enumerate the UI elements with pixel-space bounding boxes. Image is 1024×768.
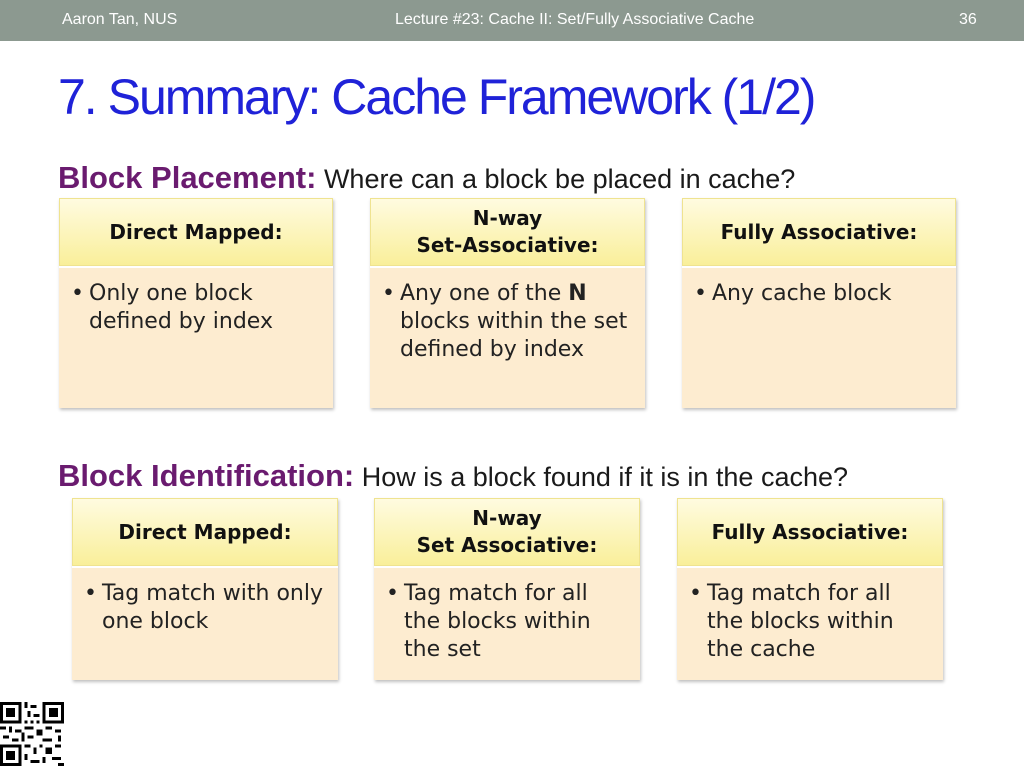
identification-key: Block Identification:	[58, 458, 355, 493]
card-body: •Tag match for all the blocks within the…	[677, 568, 943, 680]
bullet: •	[386, 581, 399, 606]
card-header: Direct Mapped:	[59, 198, 333, 266]
bullet: •	[694, 281, 707, 306]
identification-card-fully: Fully Associative: •Tag match for all th…	[677, 498, 943, 680]
card-body: •Any one of the N blocks within the set …	[370, 268, 645, 408]
placement-card-direct: Direct Mapped: •Only one block defined b…	[59, 198, 333, 408]
card-body: •Any cache block	[682, 268, 956, 408]
identification-card-direct: Direct Mapped: •Tag match with only one …	[72, 498, 338, 680]
slide-title: 7. Summary: Cache Framework (1/2)	[58, 69, 816, 125]
placement-heading: Block Placement: Where can a block be pl…	[58, 160, 795, 196]
list-item: •Any one of the N blocks within the set …	[382, 281, 628, 362]
list-item: •Tag match for all the blocks within the…	[386, 581, 591, 662]
header-bar: Aaron Tan, NUS Lecture #23: Cache II: Se…	[0, 0, 1024, 41]
identification-question: How is a block found if it is in the cac…	[354, 462, 849, 492]
placement-key: Block Placement:	[58, 160, 317, 195]
card-header: Fully Associative:	[682, 198, 956, 266]
list-item: •Any cache block	[694, 281, 892, 306]
header-author: Aaron Tan, NUS	[62, 11, 178, 28]
card-body: •Only one block defined by index	[59, 268, 333, 408]
qr-code-icon	[0, 702, 64, 766]
header-lecture-title: Lecture #23: Cache II: Set/Fully Associa…	[395, 11, 755, 28]
card-header: Direct Mapped:	[72, 498, 338, 566]
placement-card-fully: Fully Associative: •Any cache block	[682, 198, 956, 408]
identification-heading: Block Identification: How is a block fou…	[58, 458, 848, 494]
bullet: •	[689, 581, 702, 606]
list-item: •Tag match for all the blocks within the…	[689, 581, 894, 662]
bullet: •	[84, 581, 97, 606]
bullet: •	[382, 281, 395, 306]
placement-question: Where can a block be placed in cache?	[316, 164, 796, 194]
list-item: •Tag match with only one block	[84, 581, 324, 634]
page-number: 36	[959, 11, 977, 28]
list-item: •Only one block defined by index	[71, 281, 273, 334]
bullet: •	[71, 281, 84, 306]
card-header: Fully Associative:	[677, 498, 943, 566]
card-body: •Tag match with only one block	[72, 568, 338, 680]
card-body: •Tag match for all the blocks within the…	[374, 568, 640, 680]
